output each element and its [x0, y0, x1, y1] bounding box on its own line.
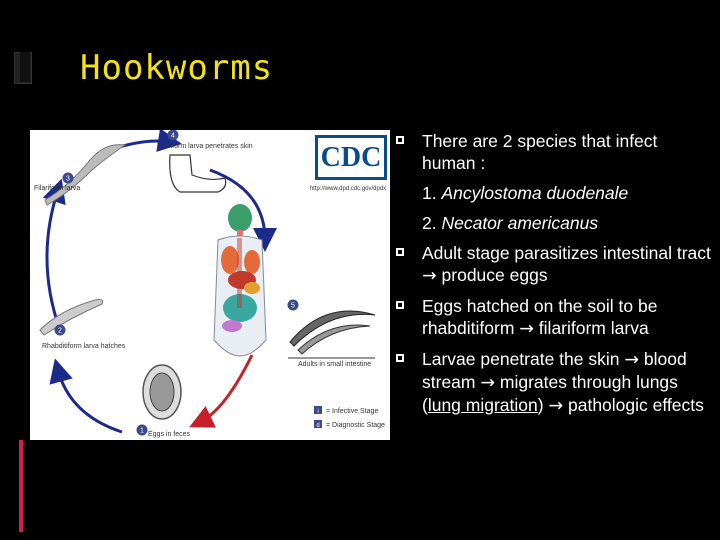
bullet-marker-icon — [396, 354, 404, 362]
bullet-larvae: Larvae penetrate the skin → blood stream… — [392, 348, 712, 417]
right-arrow-icon: → — [624, 350, 640, 370]
life-cycle-diagram: CDC http://www.dpd.cdc.gov/dpdx Filarifo… — [30, 130, 390, 440]
species-name: Necator americanus — [441, 213, 599, 233]
decor-accent-bar — [19, 440, 23, 532]
stage-badge-2 — [54, 324, 66, 336]
right-arrow-icon: → — [480, 373, 496, 393]
adult-worm-1 — [289, 310, 376, 347]
foot-shape — [169, 154, 227, 193]
bullet-species-text: There are 2 species that infect human : — [422, 131, 658, 173]
label-filariform: Filariform larva — [34, 185, 80, 192]
filariform-larva-shape — [44, 144, 127, 206]
species-name: Ancylostoma duodenale — [441, 183, 629, 203]
slide-title: Hookworms — [80, 48, 274, 88]
rhabditiform-larva-shape — [39, 299, 104, 336]
species-item-2: 2. Necator americanus — [392, 212, 712, 234]
adult-worm-2 — [297, 324, 371, 355]
stage-badge-3 — [62, 172, 74, 184]
legend-badge-diagnostic — [314, 420, 322, 428]
bullet-marker-icon — [396, 136, 404, 144]
cycle-arrow-red — [189, 354, 254, 428]
bullet-text: filariform larva — [533, 318, 649, 338]
cycle-arrow-bottom-left — [49, 358, 123, 434]
bullet-text: Larvae penetrate the skin — [422, 349, 625, 369]
stage-badge-number: 3 — [66, 176, 70, 183]
right-arrow-icon: → — [422, 266, 437, 286]
cycle-arrow-left — [42, 178, 66, 331]
bullet-text: blood stream — [422, 349, 687, 392]
label-adults: Adults in small intestine — [298, 361, 371, 368]
decor-square-inner — [20, 52, 30, 82]
species-number: 1. — [422, 183, 442, 203]
stage-badge-number: 4 — [171, 133, 175, 140]
bullet-marker-icon — [396, 301, 404, 309]
label-filariform-penetrates: Filariform larva penetrates skin — [157, 143, 253, 150]
bullet-marker-icon — [396, 248, 404, 256]
stage-badge-5 — [287, 299, 299, 311]
label-eggs: Eggs in feces — [148, 431, 191, 438]
life-cycle-svg: CDC http://www.dpd.cdc.gov/dpdx Filarifo… — [34, 130, 387, 438]
bullet-list: There are 2 species that infect human : … — [392, 130, 712, 425]
stage-badge-number: 2 — [58, 328, 62, 335]
svg-text:i: i — [317, 409, 318, 415]
human-body-shape — [213, 204, 267, 357]
bullet-text: ) — [537, 395, 549, 415]
bullet-species: There are 2 species that infect human : — [392, 130, 712, 174]
left-decor-band — [0, 0, 30, 540]
legend-badge-infective — [314, 406, 322, 414]
stage-badge-number: 5 — [291, 303, 295, 310]
species-number: 2. — [422, 213, 442, 233]
stage-badge-number: 1 — [140, 428, 144, 435]
right-arrow-icon: → — [519, 319, 534, 339]
right-arrow-icon: → — [548, 396, 564, 416]
species-item-1: 1. Ancylostoma duodenale — [392, 182, 712, 204]
stage-badge-1 — [136, 424, 148, 436]
bullet-adult-stage: Adult stage parasitizes intestinal tract… — [392, 242, 712, 287]
cdc-url: http://www.dpd.cdc.gov/dpdx — [310, 186, 386, 192]
legend-diagnostic: = Diagnostic Stage — [326, 422, 385, 429]
legend-infective: = Infective Stage — [326, 408, 378, 415]
stage-badge-4 — [167, 130, 179, 141]
lung-migration-term: lung migration — [427, 395, 538, 415]
bullet-text: pathologic effects — [563, 395, 704, 415]
cdc-logo-text: CDC — [321, 142, 382, 173]
bullet-text: Eggs hatched on the soil to be rhabditif… — [422, 296, 658, 338]
bullet-text: Adult stage parasitizes intestinal tract — [422, 243, 711, 263]
label-rhabditiform: Rhabditiform larva hatches — [42, 343, 126, 350]
bullet-text: migrates through lungs ( — [422, 372, 678, 415]
cycle-arrow-right-blue — [209, 168, 277, 252]
stage-badges: 1 2 3 4 5 — [54, 130, 299, 436]
svg-text:d: d — [316, 423, 319, 429]
bullet-eggs: Eggs hatched on the soil to be rhabditif… — [392, 295, 712, 340]
bullet-text: produce eggs — [436, 265, 548, 285]
